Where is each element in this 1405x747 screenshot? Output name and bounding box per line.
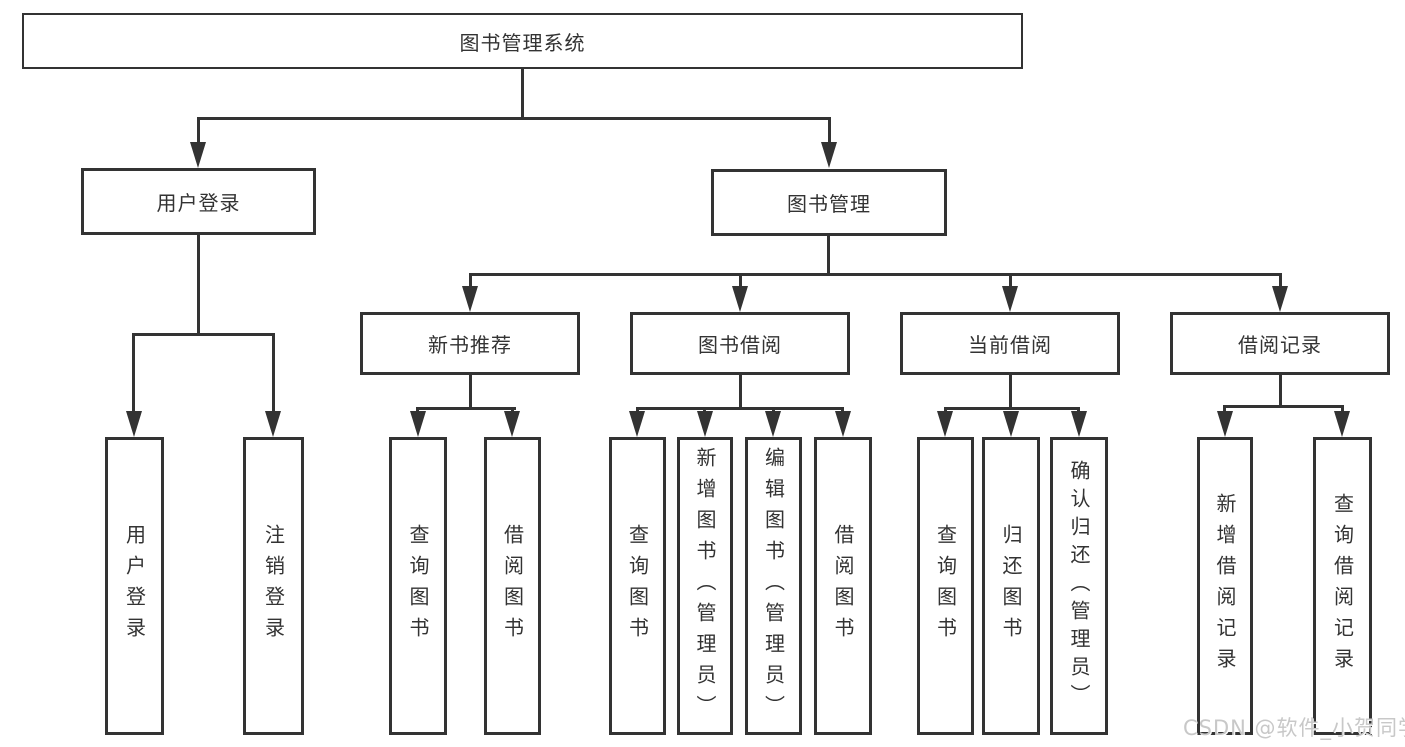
connector-line <box>132 333 275 336</box>
connector-line <box>944 407 947 413</box>
connector-line <box>469 375 472 409</box>
arrow-down-icon <box>1334 411 1350 437</box>
connector-line <box>1279 273 1282 287</box>
node-label: 新书推荐 <box>428 333 512 357</box>
arrow-down-icon <box>265 411 281 437</box>
arrow-down-icon <box>1217 411 1233 437</box>
arrow-down-icon <box>697 411 713 437</box>
connector-line <box>772 407 775 413</box>
arrow-down-icon <box>765 411 781 437</box>
leaf-borrow-books: 借阅图书 <box>814 437 872 735</box>
arrow-down-icon <box>732 286 748 312</box>
connector-line <box>1279 375 1282 407</box>
arrow-down-icon <box>462 286 478 312</box>
arrow-down-icon <box>821 142 837 168</box>
connector-line <box>416 407 516 410</box>
leaf-label: 借阅图书 <box>500 524 525 648</box>
leaf-label: 查询图书 <box>406 524 430 648</box>
node-borrowing-records: 借阅记录 <box>1170 312 1390 375</box>
leaf-label: 查询图书 <box>933 524 958 648</box>
connector-line <box>1009 375 1012 409</box>
leaf-query-books-current: 查询图书 <box>917 437 974 735</box>
leaf-add-book-admin: 新增图书（管理员） <box>677 437 733 735</box>
arrow-down-icon <box>190 142 206 168</box>
watermark: CSDN @软件_小贺同学 <box>1183 716 1405 740</box>
leaf-label: 编辑图书（管理员） <box>761 446 786 726</box>
leaf-query-books-recommend: 查询图书 <box>389 437 447 735</box>
node-label: 当前借阅 <box>968 333 1052 357</box>
arrow-down-icon <box>410 411 426 437</box>
arrow-down-icon <box>1002 286 1018 312</box>
node-label: 借阅记录 <box>1238 333 1322 357</box>
connector-line <box>828 117 831 143</box>
connector-line <box>636 407 844 410</box>
leaf-add-borrow-record: 新增借阅记录 <box>1197 437 1253 735</box>
node-current-borrowing: 当前借阅 <box>900 312 1120 375</box>
arrow-down-icon <box>1003 411 1019 437</box>
connector-line <box>197 117 200 143</box>
node-label: 图书借阅 <box>698 333 782 357</box>
leaf-label: 归还图书 <box>999 524 1023 648</box>
arrow-down-icon <box>629 411 645 437</box>
connector-line <box>1223 405 1344 408</box>
connector-line <box>416 407 419 413</box>
connector-line <box>469 273 472 287</box>
connector-line <box>739 375 742 409</box>
leaf-logout: 注销登录 <box>243 437 304 735</box>
connector-line <box>197 117 830 120</box>
leaf-user-login: 用户登录 <box>105 437 164 735</box>
node-label: 图书管理系统 <box>459 30 586 55</box>
leaf-label: 新增图书（管理员） <box>693 446 717 726</box>
arrow-down-icon <box>126 411 142 437</box>
arrow-down-icon <box>1272 286 1288 312</box>
connector-line <box>1009 273 1012 287</box>
leaf-label: 注销登录 <box>261 524 286 648</box>
node-book-borrowing: 图书借阅 <box>630 312 850 375</box>
leaf-query-borrow-record: 查询借阅记录 <box>1313 437 1372 735</box>
connector-line <box>827 236 830 275</box>
connector-line <box>944 407 1080 410</box>
connector-line <box>511 407 514 413</box>
arrow-down-icon <box>504 411 520 437</box>
arrow-down-icon <box>1071 411 1087 437</box>
leaf-edit-book-admin: 编辑图书（管理员） <box>745 437 802 735</box>
node-label: 用户登录 <box>156 191 241 215</box>
connector-line <box>272 333 275 412</box>
leaf-label: 新增借阅记录 <box>1213 493 1237 679</box>
node-label: 图书管理 <box>787 192 871 216</box>
leaf-return-books: 归还图书 <box>982 437 1040 735</box>
connector-line <box>703 407 706 413</box>
leaf-confirm-return-admin: 确认归还（管理员） <box>1050 437 1108 735</box>
connector-line <box>1223 405 1226 413</box>
leaf-label: 查询图书 <box>625 524 650 648</box>
connector-line <box>841 407 844 413</box>
arrow-down-icon <box>835 411 851 437</box>
node-user-login: 用户登录 <box>81 168 316 235</box>
leaf-borrow-books-recommend: 借阅图书 <box>484 437 541 735</box>
connector-line <box>636 407 639 413</box>
connector-line <box>469 273 1282 276</box>
node-new-book-recommendation: 新书推荐 <box>360 312 580 375</box>
connector-line <box>521 69 524 120</box>
arrow-down-icon <box>937 411 953 437</box>
connector-line <box>197 235 200 335</box>
leaf-label: 确认归还（管理员） <box>1067 460 1091 712</box>
connector-line <box>739 273 742 287</box>
leaf-label: 用户登录 <box>122 524 147 648</box>
connector-line <box>1341 405 1344 413</box>
leaf-query-books-borrowing: 查询图书 <box>609 437 666 735</box>
leaf-label: 查询借阅记录 <box>1330 493 1355 679</box>
connector-line <box>1077 407 1080 413</box>
leaf-label: 借阅图书 <box>831 524 855 648</box>
connector-line <box>132 333 135 412</box>
node-book-management: 图书管理 <box>711 169 947 236</box>
node-library-management-system: 图书管理系统 <box>22 13 1023 69</box>
